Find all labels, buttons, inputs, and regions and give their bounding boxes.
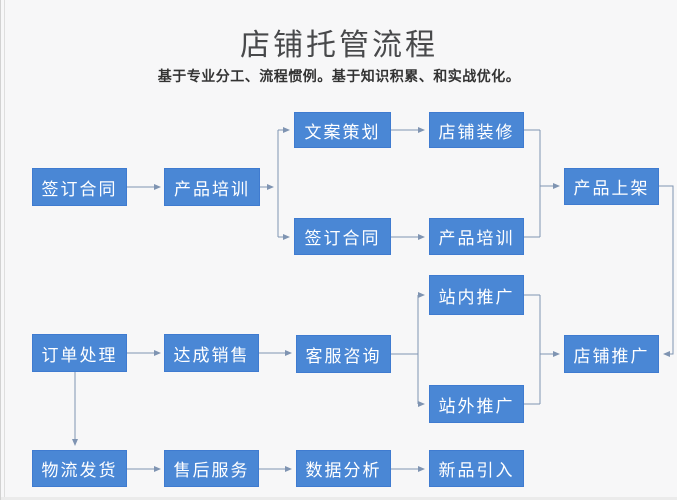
- page-subtitle: 基于专业分工、流程惯例。基于知识积累、和实战优化。: [157, 68, 521, 84]
- node-product-listing: 产品上架: [564, 168, 659, 205]
- node-onsite-promotion: 站内推广: [429, 275, 524, 315]
- node-data-analysis: 数据分析: [296, 450, 391, 487]
- node-copywriting-planning: 文案策划: [294, 112, 391, 148]
- node-sign-contract-1: 签订合同: [32, 168, 127, 206]
- node-product-training-2: 产品培训: [429, 218, 524, 255]
- node-customer-service: 客服咨询: [296, 335, 391, 373]
- connector-product-listing-to-store-promotion: [659, 185, 674, 357]
- node-store-promotion: 店铺推广: [564, 335, 659, 373]
- node-product-training-1: 产品培训: [164, 168, 260, 206]
- node-logistics-shipping: 物流发货: [32, 450, 127, 487]
- node-aftersales-service: 售后服务: [164, 450, 259, 487]
- node-sign-contract-2: 签订合同: [294, 218, 391, 255]
- node-sales-achievement: 达成销售: [164, 334, 259, 372]
- node-offsite-promotion: 站外推广: [429, 385, 524, 423]
- node-new-product-introduction: 新品引入: [429, 450, 524, 487]
- node-store-decoration: 店铺装修: [429, 112, 524, 148]
- page-title: 店铺托管流程: [240, 29, 438, 62]
- node-order-processing: 订单处理: [32, 334, 127, 372]
